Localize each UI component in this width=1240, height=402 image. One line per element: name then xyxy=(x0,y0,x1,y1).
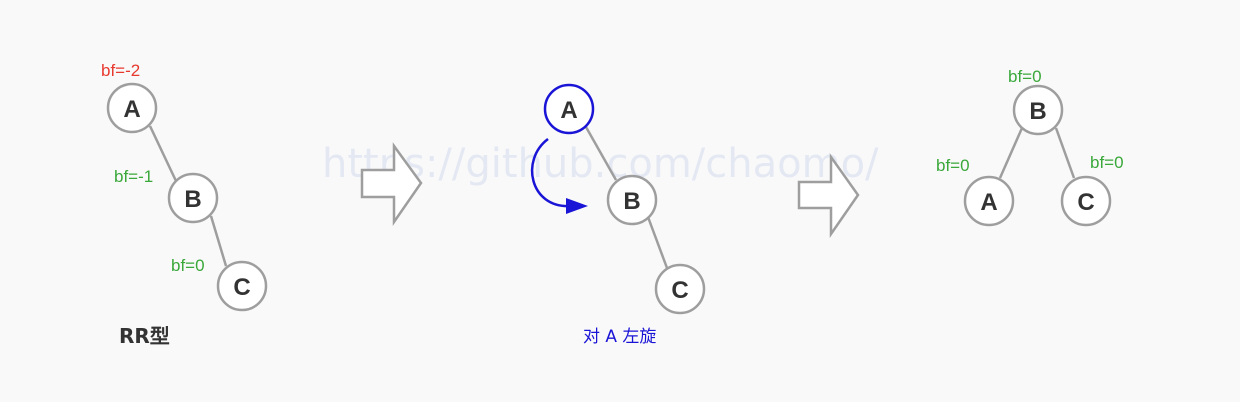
edge-a-b xyxy=(148,125,178,182)
node-b-circle xyxy=(1012,84,1064,136)
edge-a-b xyxy=(584,126,618,181)
node-a-bf: bf=-2 xyxy=(101,61,140,80)
node-b-bf: bf=0 xyxy=(1008,67,1042,86)
node-b: B xyxy=(167,172,219,224)
panel-left-rotation: A B C 对 A 左旋 xyxy=(530,83,706,347)
node-c: C xyxy=(654,263,706,315)
node-c-bf: bf=0 xyxy=(1090,153,1124,172)
node-a-label: A xyxy=(980,189,997,216)
edge-b-c xyxy=(1054,127,1076,179)
node-a: A xyxy=(963,175,1015,227)
edge-b-c xyxy=(646,216,669,269)
transition-arrow-1 xyxy=(360,142,423,227)
node-a-circle xyxy=(963,175,1015,227)
node-b: B xyxy=(1012,84,1064,136)
caption-rr-type: RR型 xyxy=(119,324,170,348)
node-c: C xyxy=(216,260,268,312)
node-c-label: C xyxy=(1077,189,1094,216)
node-c-label: C xyxy=(233,274,250,301)
node-a: A xyxy=(543,83,595,135)
node-b-label: B xyxy=(623,188,640,215)
node-b-bf: bf=-1 xyxy=(114,167,153,186)
node-a-label: A xyxy=(560,97,577,124)
node-a-circle xyxy=(106,82,158,134)
node-b-circle xyxy=(167,172,219,224)
node-b-circle xyxy=(606,174,658,226)
node-c: C xyxy=(1060,175,1112,227)
edge-b-c xyxy=(209,215,228,267)
node-c-circle xyxy=(1060,175,1112,227)
rotation-arrowhead-icon xyxy=(566,198,588,214)
node-c-label: C xyxy=(671,277,688,304)
node-c-circle xyxy=(654,263,706,315)
node-a-label: A xyxy=(123,96,140,123)
transition-arrow-2 xyxy=(797,153,860,239)
node-b-label: B xyxy=(184,186,201,213)
edge-b-a xyxy=(998,127,1024,179)
node-a: A xyxy=(106,82,158,134)
node-a-circle-highlighted xyxy=(543,83,595,135)
node-a-bf: bf=0 xyxy=(936,156,970,175)
caption-left-rotation: 对 A 左旋 xyxy=(583,327,656,347)
node-c-bf: bf=0 xyxy=(171,256,205,275)
panel-rr-type: A bf=-2 B bf=-1 C bf=0 RR型 xyxy=(101,61,268,348)
node-c-circle xyxy=(216,260,268,312)
node-b-label: B xyxy=(1029,98,1046,125)
rotation-arrow-curve xyxy=(530,138,571,208)
panel-result: B bf=0 A bf=0 C bf=0 xyxy=(936,67,1124,227)
node-b: B xyxy=(606,174,658,226)
